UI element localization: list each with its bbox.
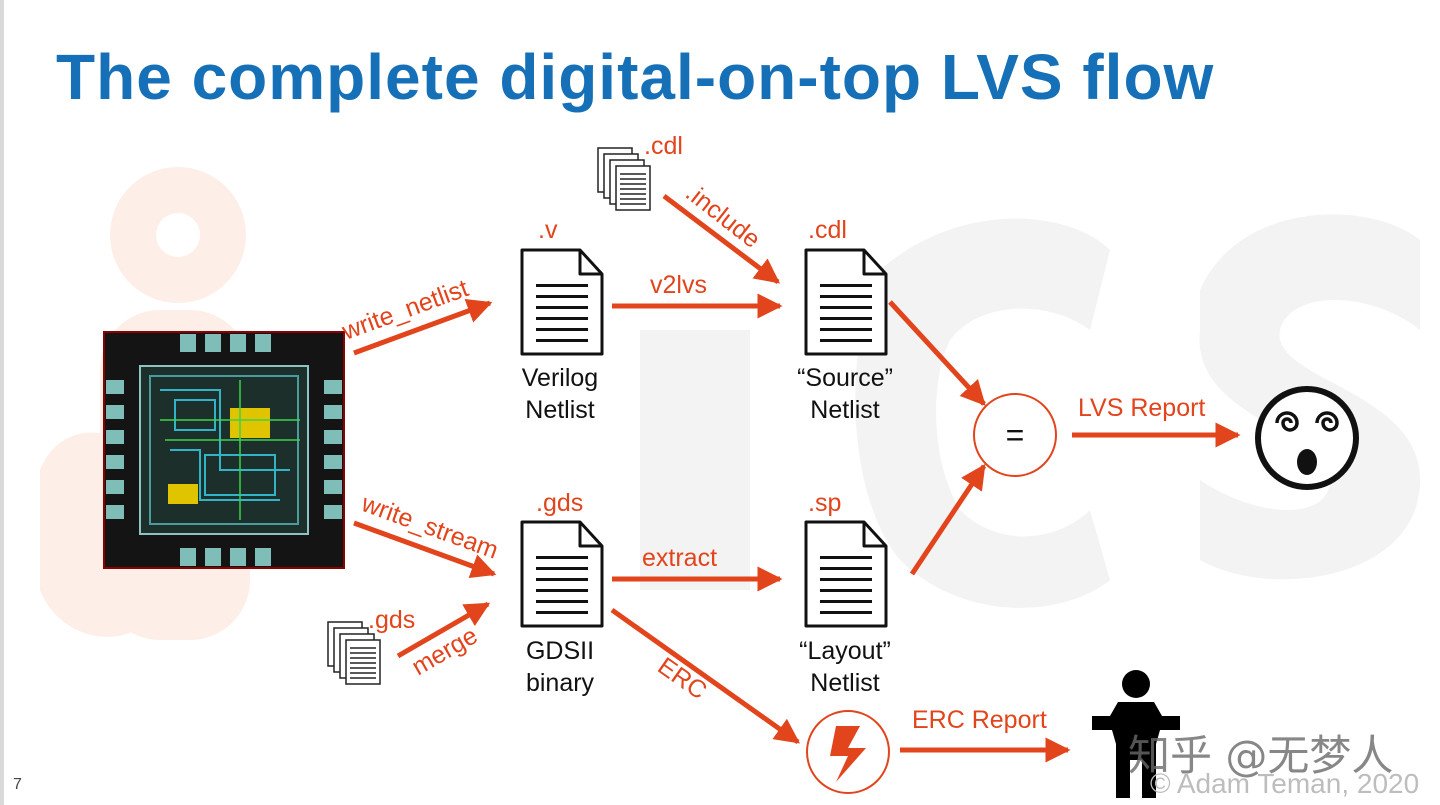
source-name-line2: Netlist [810, 396, 880, 424]
write-stream-label: write_stream [357, 489, 502, 565]
lvs-report-label: LVS Report [1078, 394, 1205, 422]
compare-circle [973, 393, 1057, 477]
verilog-name-line2: Netlist [525, 396, 595, 424]
source-netlist-document-icon [804, 248, 888, 356]
source-name-line1: “Source” [797, 364, 893, 392]
merge-arrow [396, 601, 491, 659]
layout-ext-label: .sp [808, 489, 841, 517]
verilog-ext-label: .v [538, 216, 558, 244]
gds-stack-ext-label: .gds [368, 606, 415, 634]
include-arrow [662, 194, 780, 284]
dizzy-face-icon [1255, 386, 1359, 490]
page-number: 7 [13, 776, 22, 793]
source-ext-label: .cdl [808, 216, 847, 244]
verilog-netlist-document-icon [520, 248, 604, 356]
layout-name-line2: Netlist [810, 669, 880, 697]
v2lvs-label: v2lvs [650, 271, 707, 299]
slide-title: The complete digital-on-top LVS flow [56, 41, 1215, 113]
erc-report-label: ERC Report [912, 706, 1047, 734]
write-netlist-arrow [353, 299, 493, 356]
gds-ext-label: .gds [536, 489, 583, 517]
copyright-text: © Adam Teman, 2020 [1150, 768, 1420, 799]
layout-name-line1: “Layout” [799, 637, 891, 665]
gdsii-binary-document-icon [520, 520, 604, 628]
source-to-compare-arrow [888, 300, 986, 406]
verilog-name-line1: Verilog [522, 364, 598, 392]
write-stream-arrow [353, 520, 497, 579]
layout-netlist-document-icon [804, 520, 888, 628]
layout-to-compare-arrow [909, 463, 987, 576]
cdl-document-stack-icon [597, 147, 651, 211]
gds-name-line1: GDSII [526, 637, 594, 665]
erc-arrow [610, 607, 801, 745]
lightning-icon [830, 726, 866, 782]
slide-left-border [0, 0, 4, 805]
extract-label: extract [642, 544, 717, 572]
watermark-text: 知乎 @无梦人 [1128, 731, 1394, 780]
compare-equals-sign: = [1006, 417, 1025, 453]
shrugging-person-icon [1092, 670, 1180, 798]
chip-layout-icon [103, 331, 345, 569]
gds-name-line2: binary [526, 669, 595, 697]
cdl-stack-ext-label: .cdl [644, 132, 683, 160]
